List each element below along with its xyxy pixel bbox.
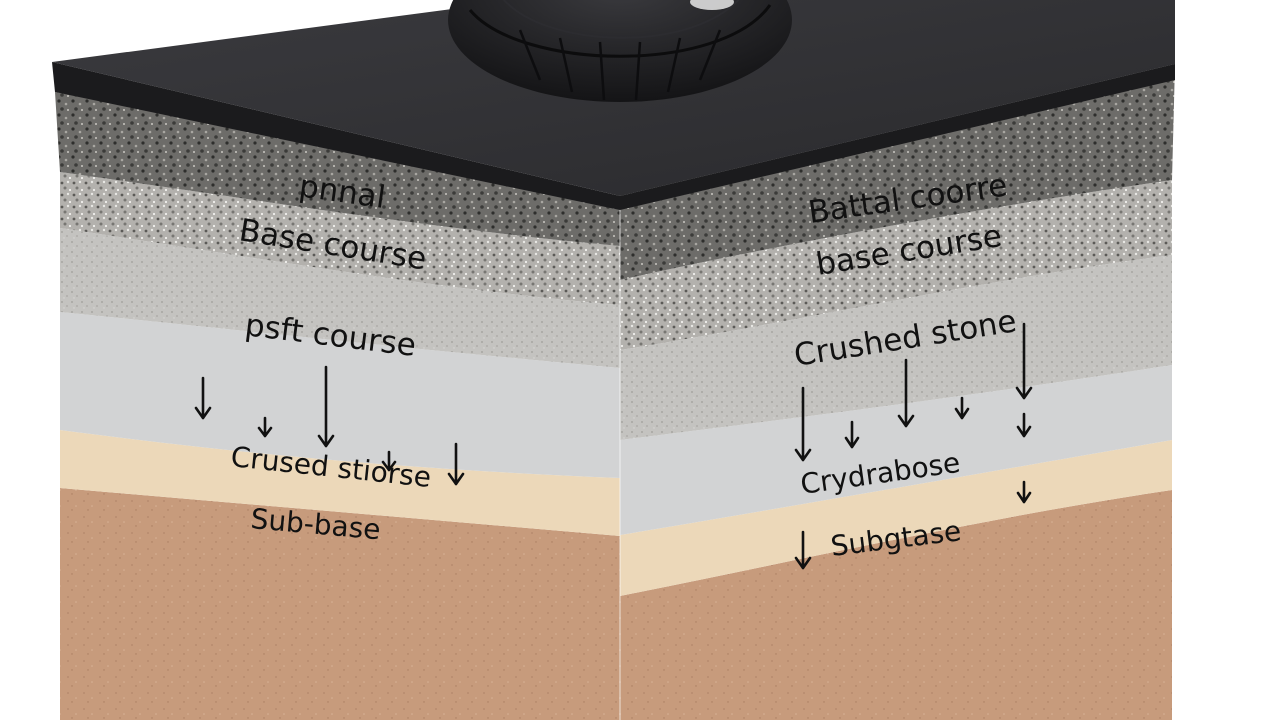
left-pale-stone-layer	[60, 312, 620, 478]
left-crushed-stone-layer	[60, 228, 620, 368]
arrow-down-icon	[381, 450, 397, 472]
right-light-aggregate-layer	[620, 180, 1172, 350]
right-face	[620, 64, 1175, 720]
right-sand-layer	[620, 440, 1172, 596]
right-crushed-stone-layer	[620, 255, 1172, 440]
arrow-down-icon	[794, 530, 812, 570]
arrow-down-icon	[194, 376, 212, 420]
arrow-down-icon	[257, 416, 273, 438]
right-pale-stone-layer	[620, 365, 1172, 535]
left-dark-aggregate-layer	[55, 92, 620, 246]
arrow-down-icon	[897, 358, 915, 428]
arrow-down-icon	[794, 386, 812, 462]
arrow-down-icon	[1015, 322, 1033, 400]
arrow-down-icon	[844, 420, 860, 449]
arrow-down-icon	[317, 365, 335, 448]
left-sand-layer	[60, 430, 620, 536]
right-soil-layer	[620, 490, 1172, 720]
right-arrows	[794, 322, 1033, 570]
arrow-down-icon	[1016, 412, 1032, 438]
left-soil-layer	[60, 488, 620, 720]
left-face	[55, 92, 620, 720]
left-arrows	[194, 365, 465, 486]
right-dark-aggregate-layer	[620, 64, 1175, 280]
arrow-down-icon	[1016, 480, 1032, 504]
tire-icon	[448, 0, 792, 102]
arrow-down-icon	[447, 442, 465, 486]
left-light-aggregate-layer	[60, 172, 620, 305]
arrow-down-icon	[954, 396, 970, 420]
